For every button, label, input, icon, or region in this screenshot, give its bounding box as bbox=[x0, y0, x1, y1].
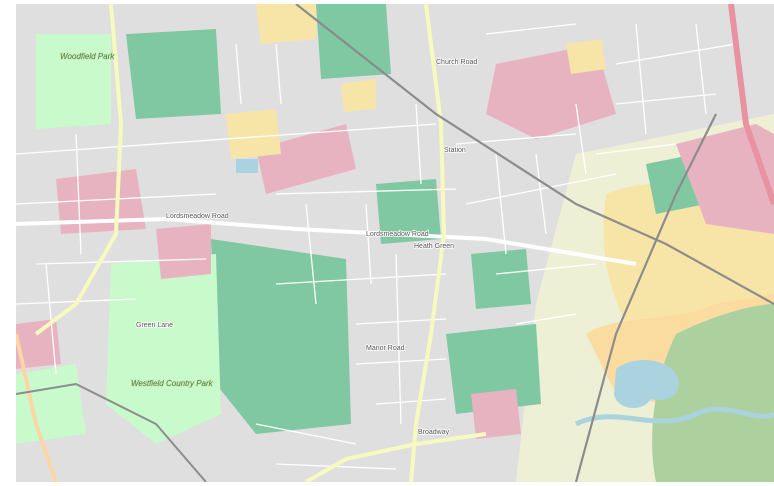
road-label-main-west: Lordsmeadow Road bbox=[166, 213, 229, 220]
secondary-road-south bbox=[305, 432, 487, 482]
road-label-lower: Manor Road bbox=[366, 345, 405, 352]
park-north-west bbox=[36, 34, 111, 129]
road-label-main-east: Lordsmeadow Road bbox=[366, 231, 429, 238]
green-centre bbox=[376, 179, 441, 244]
railway-north-east bbox=[295, 4, 774, 305]
map-canvas[interactable]: Woodfield Park Westfield Country Park Lo… bbox=[16, 4, 774, 482]
place-label-centre: Heath Green bbox=[414, 243, 454, 250]
allotment-small bbox=[341, 79, 376, 112]
secondary-road-north-south bbox=[409, 4, 447, 482]
retail-south bbox=[471, 389, 521, 439]
map-viewport[interactable]: Woodfield Park Westfield Country Park Lo… bbox=[16, 4, 774, 482]
woodland-river bbox=[652, 304, 774, 482]
country-park bbox=[106, 254, 221, 444]
woodland-central bbox=[211, 239, 351, 434]
industrial-east bbox=[676, 124, 774, 234]
park-label-north-west: Woodfield Park bbox=[60, 52, 115, 61]
retail-south-west bbox=[16, 319, 61, 369]
road-label-upper: Green Lane bbox=[136, 322, 173, 329]
green-south-west bbox=[16, 364, 86, 444]
green-south bbox=[446, 324, 541, 414]
railway-south-west bbox=[16, 382, 207, 482]
minor-road-network bbox=[16, 23, 737, 470]
allotment-north-east bbox=[566, 39, 606, 74]
secondary-road-west bbox=[34, 4, 124, 336]
pond bbox=[236, 159, 258, 173]
station-label: Station bbox=[444, 147, 466, 154]
primary-road-south-west bbox=[16, 333, 58, 482]
country-park-label: Westfield Country Park bbox=[131, 379, 214, 388]
industrial-centre bbox=[256, 124, 356, 194]
railway-east bbox=[574, 113, 717, 482]
woodland-north bbox=[126, 29, 221, 119]
retail-centre-west bbox=[156, 224, 211, 279]
green-east bbox=[471, 249, 531, 309]
woodland-north-centre bbox=[316, 4, 391, 79]
river bbox=[574, 406, 774, 427]
road-label-north: Church Road bbox=[436, 59, 477, 66]
road-label-south: Broadway bbox=[418, 429, 450, 436]
allotment-centre bbox=[226, 109, 281, 159]
lake bbox=[614, 359, 679, 409]
allotment-north bbox=[256, 4, 316, 44]
motorway bbox=[728, 4, 774, 205]
